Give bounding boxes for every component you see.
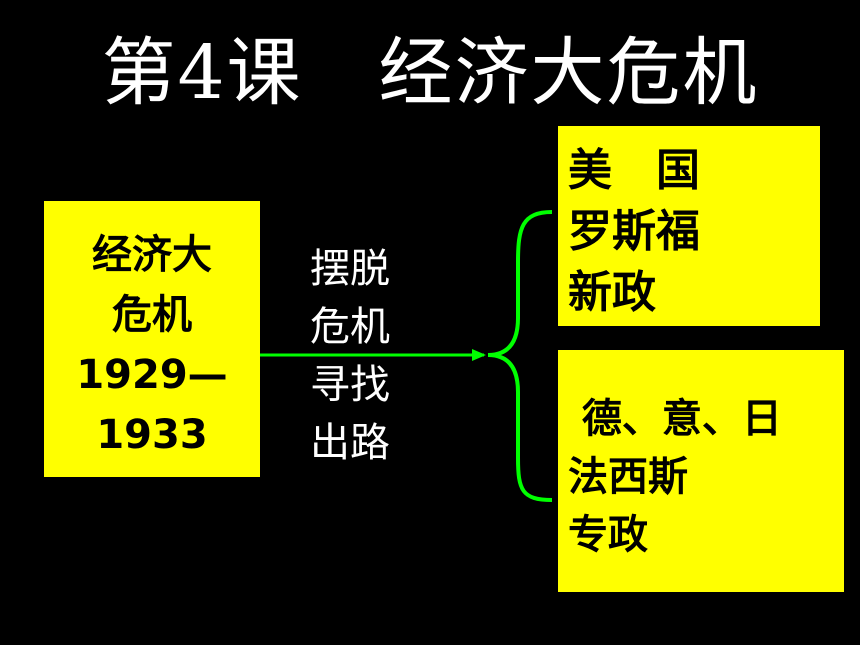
arrow-label-line-4: 出路 — [310, 420, 390, 466]
top-box-line-3: 新政 — [568, 267, 656, 318]
arrow-label-line-2: 危机 — [310, 304, 390, 350]
arrow-label-line-1: 摆脱 — [310, 246, 390, 292]
fascist-dictatorship-box: 德、意、日 法西斯 专政 — [558, 350, 844, 592]
left-box-line-2: 危机 — [112, 292, 192, 338]
top-box-line-1: 美 国 — [568, 145, 700, 196]
arrow-label-line-3: 寻找 — [310, 362, 390, 408]
left-box-line-3: 1929— — [76, 352, 228, 398]
bottom-box-line-2: 法西斯 — [568, 454, 688, 500]
arrow-label: 摆脱 危机 寻找 出路 — [300, 240, 400, 472]
top-box-line-2: 罗斯福 — [568, 206, 700, 257]
bottom-box-line-1: 德、意、日 — [568, 396, 782, 442]
us-new-deal-box: 美 国 罗斯福 新政 — [558, 126, 820, 326]
left-box-line-4: 1933 — [96, 412, 208, 458]
economic-crisis-box: 经济大 危机 1929— 1933 — [44, 201, 260, 477]
slide-title: 第4课 经济大危机 — [101, 30, 759, 116]
bottom-box-line-3: 专政 — [568, 512, 648, 558]
left-box-line-1: 经济大 — [92, 232, 212, 278]
brace-connector — [487, 210, 553, 502]
